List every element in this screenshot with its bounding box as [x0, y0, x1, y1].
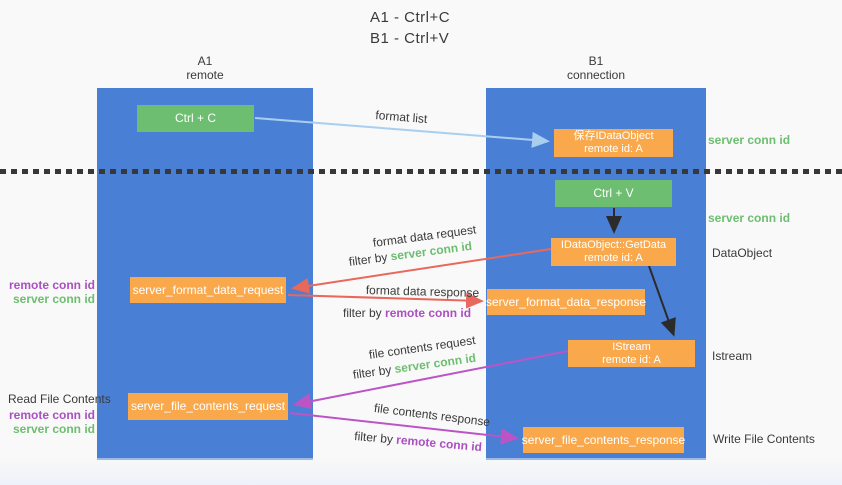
label-write-file-contents: Write File Contents: [713, 432, 815, 446]
label-filter-by-remote-conn-id-1: filter by remote conn id: [343, 306, 471, 320]
label-file-contents-response: file contents response: [373, 401, 491, 430]
filter-by-text: filter by: [352, 362, 393, 382]
label-format-data-response: format data response: [365, 283, 480, 300]
filter-by-text: filter by: [343, 306, 382, 320]
section-divider: [0, 169, 842, 174]
node-ctrl-v: Ctrl + V: [555, 180, 672, 207]
lane-a1-name: A1: [197, 54, 213, 68]
label-conn-ids-left-1: remote conn id server conn id: [0, 278, 95, 306]
label-remote-conn-id-left-2: remote conn id: [8, 408, 95, 422]
lane-b1-name: B1: [588, 54, 604, 68]
title-line-2: B1 - Ctrl+V: [370, 30, 450, 47]
lane-header-b1: B1 connection: [486, 54, 706, 82]
remote-conn-id-text: remote conn id: [385, 306, 472, 320]
node-format-request-label: server_format_data_request: [132, 282, 284, 297]
filter-by-text: filter by: [348, 249, 389, 269]
lane-header-a1: A1 remote: [97, 54, 313, 82]
node-server-file-contents-request: server_file_contents_request: [128, 393, 288, 420]
node-server-format-data-request: server_format_data_request: [130, 277, 286, 303]
remote-conn-id-text: remote conn id: [395, 432, 483, 455]
node-save-idataobject-line1: 保存IDataObject: [573, 130, 654, 142]
node-ctrl-c: Ctrl + C: [137, 105, 254, 132]
label-server-conn-id-right-1: server conn id: [708, 133, 791, 147]
diagram-title: A1 - Ctrl+C B1 - Ctrl+V: [370, 7, 450, 49]
node-save-idataobject: 保存IDataObject remote id: A: [554, 129, 673, 157]
node-istream: IStream remote id: A: [568, 340, 695, 367]
node-getdata-line1: IDataObject::GetData: [560, 239, 667, 251]
title-line-1: A1 - Ctrl+C: [370, 9, 451, 26]
node-server-file-contents-response: server_file_contents_response: [521, 427, 686, 453]
filter-by-text: filter by: [353, 429, 394, 447]
node-file-request-label: server_file_contents_request: [130, 399, 286, 413]
node-format-response-label: server_format_data_response: [485, 294, 647, 309]
node-idataobject-getdata: IDataObject::GetData remote id: A: [551, 238, 676, 266]
label-format-list: format list: [374, 108, 428, 127]
label-istream: Istream: [712, 349, 753, 363]
label-filter-by-remote-conn-id-2: filter by remote conn id: [354, 429, 483, 454]
label-dataobject: DataObject: [712, 246, 773, 260]
label-read-file-contents: Read File Contents: [8, 392, 111, 406]
node-ctrl-v-label: Ctrl + V: [593, 186, 634, 200]
label-server-conn-id-left-2: server conn id: [12, 422, 95, 436]
label-remote-conn-id-left-1: remote conn id: [8, 278, 95, 292]
node-istream-line1: IStream: [612, 340, 651, 353]
node-ctrl-c-label: Ctrl + C: [174, 111, 216, 125]
label-conn-ids-left-2: remote conn id server conn id: [0, 408, 95, 436]
lane-b1-role: connection: [566, 68, 626, 82]
node-getdata-line2: remote id: A: [584, 252, 643, 264]
node-server-format-data-response: server_format_data_response: [485, 289, 647, 315]
label-server-conn-id-right-2: server conn id: [708, 211, 791, 225]
label-server-conn-id-left-1: server conn id: [12, 292, 95, 306]
lane-a1-role: remote: [186, 68, 224, 82]
node-istream-line2: remote id: A: [602, 353, 661, 366]
node-save-idataobject-line2: remote id: A: [584, 143, 643, 155]
node-file-response-label: server_file_contents_response: [521, 432, 686, 447]
